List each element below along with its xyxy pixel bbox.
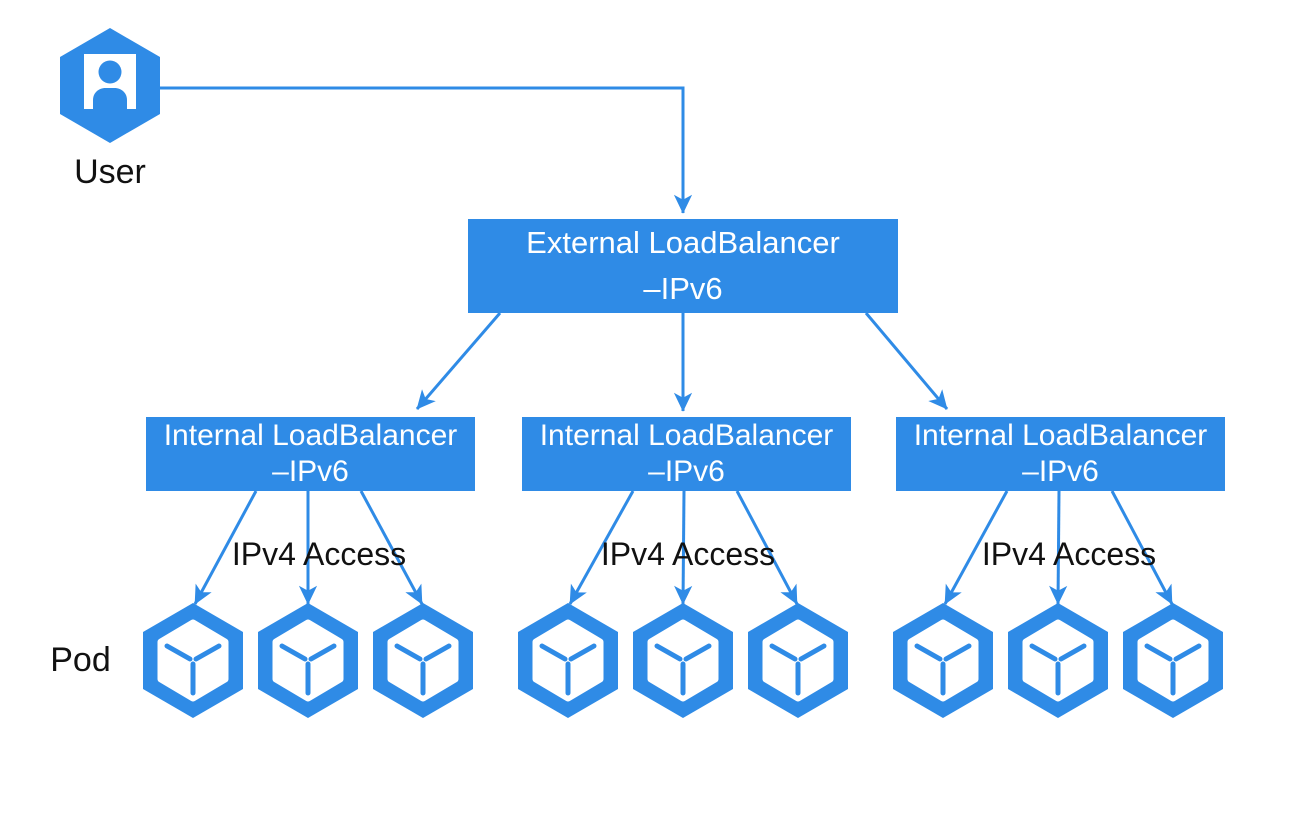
pod-icon [1008,603,1108,718]
arrow-internal3-to-pod7 [943,490,1009,605]
arrow-external-to-internal-1 [415,312,502,410]
external-loadbalancer-line1: External LoadBalancer [526,225,840,260]
arrow-internal1-to-pod1 [193,490,258,605]
arrow-internal2-to-pod4 [568,490,635,605]
user-label: User [74,153,146,191]
arrow-user-to-external-lb [160,86,693,214]
internal-loadbalancer-1-line1: Internal LoadBalancer [163,419,458,452]
internal-loadbalancer-3-line1: Internal LoadBalancer [913,419,1208,452]
internal-loadbalancer-2-line2: –IPv6 [648,455,725,488]
internal-loadbalancer-node-3: Internal LoadBalancer –IPv6 [896,417,1225,491]
pod-icon [518,603,618,718]
external-loadbalancer-line2: –IPv6 [643,271,723,306]
arrow-internal2-to-pod5 [674,490,693,605]
internal-loadbalancer-node-1: Internal LoadBalancer –IPv6 [146,417,475,491]
arrow-internal2-to-pod6 [735,490,799,605]
ipv4-access-label-1: IPv4 Access [231,536,407,572]
pod-icon [143,603,243,718]
internal-loadbalancer-3-line2: –IPv6 [1022,455,1099,488]
ipv4-access-label-2: IPv4 Access [600,536,776,572]
pod-label: Pod [50,641,111,679]
pod-icon [1123,603,1223,718]
arrow-internal1-to-pod3 [359,490,424,605]
internal-loadbalancer-1-line2: –IPv6 [272,455,349,488]
internal-loadbalancer-2-line1: Internal LoadBalancer [539,419,834,452]
arrow-internal3-to-pod8 [1049,490,1068,605]
pod-icon [633,603,733,718]
ipv4-access-label-3: IPv4 Access [981,536,1157,572]
external-loadbalancer-node: External LoadBalancer –IPv6 [468,219,898,313]
pod-icon [748,603,848,718]
user-icon [60,28,160,143]
pod-icon [373,603,473,718]
pod-icon [893,603,993,718]
internal-loadbalancer-node-2: Internal LoadBalancer –IPv6 [522,417,851,491]
arrow-external-to-internal-3 [864,312,949,410]
arrow-internal3-to-pod9 [1110,490,1174,605]
pod-icon [258,603,358,718]
